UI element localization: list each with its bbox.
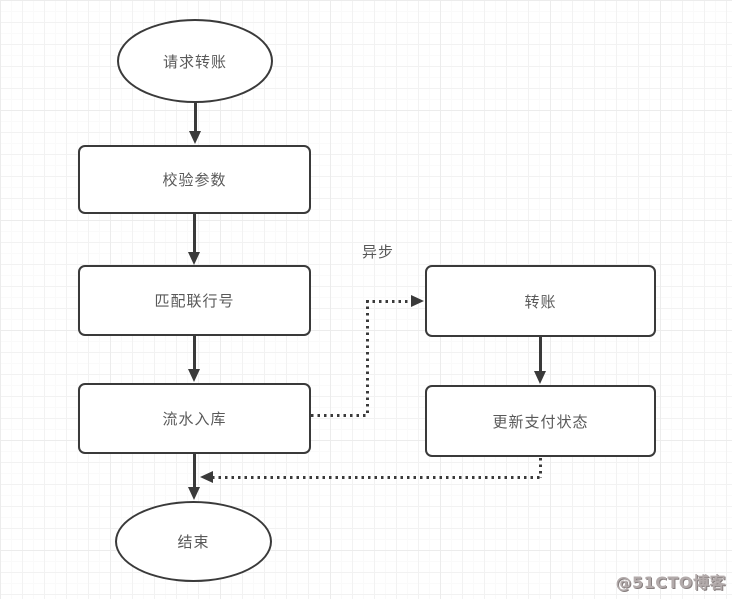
dotted-line [212,476,540,479]
node-match-bank-code-label: 匹配联行号 [154,292,235,310]
node-start-label: 请求转账 [162,52,227,71]
arrow-line [193,454,196,488]
arrowhead-down-icon [188,369,200,382]
node-transfer-label: 转账 [524,292,557,311]
watermark-51cto: @51CTO博客 [615,573,726,592]
dotted-line [311,414,368,417]
node-update-payment-status: 更新支付状态 [425,385,656,457]
arrowhead-down-icon [188,487,200,500]
arrow-line [193,336,196,370]
node-transfer: 转账 [425,265,656,337]
node-validate-params: 校验参数 [78,145,311,214]
arrow-line [194,102,197,133]
node-store-record: 流水入库 [78,383,311,454]
arrowhead-right-icon [411,295,424,307]
node-start: 请求转账 [117,19,273,103]
arrowhead-down-icon [189,131,201,144]
arrowhead-down-icon [534,371,546,384]
node-end: 结束 [115,501,272,582]
node-end-label: 结束 [177,533,210,551]
node-match-bank-code: 匹配联行号 [78,265,311,336]
arrow-line [193,214,196,253]
async-edge-label: 异步 [362,243,395,261]
arrow-line [539,337,542,372]
arrowhead-down-icon [188,252,200,265]
node-store-record-label: 流水入库 [162,410,227,428]
dotted-line [366,300,369,416]
node-update-payment-status-label: 更新支付状态 [492,412,589,431]
dotted-line [366,300,413,303]
node-validate-params-label: 校验参数 [162,171,227,189]
dotted-line [539,458,542,478]
arrowhead-left-icon [200,471,213,483]
